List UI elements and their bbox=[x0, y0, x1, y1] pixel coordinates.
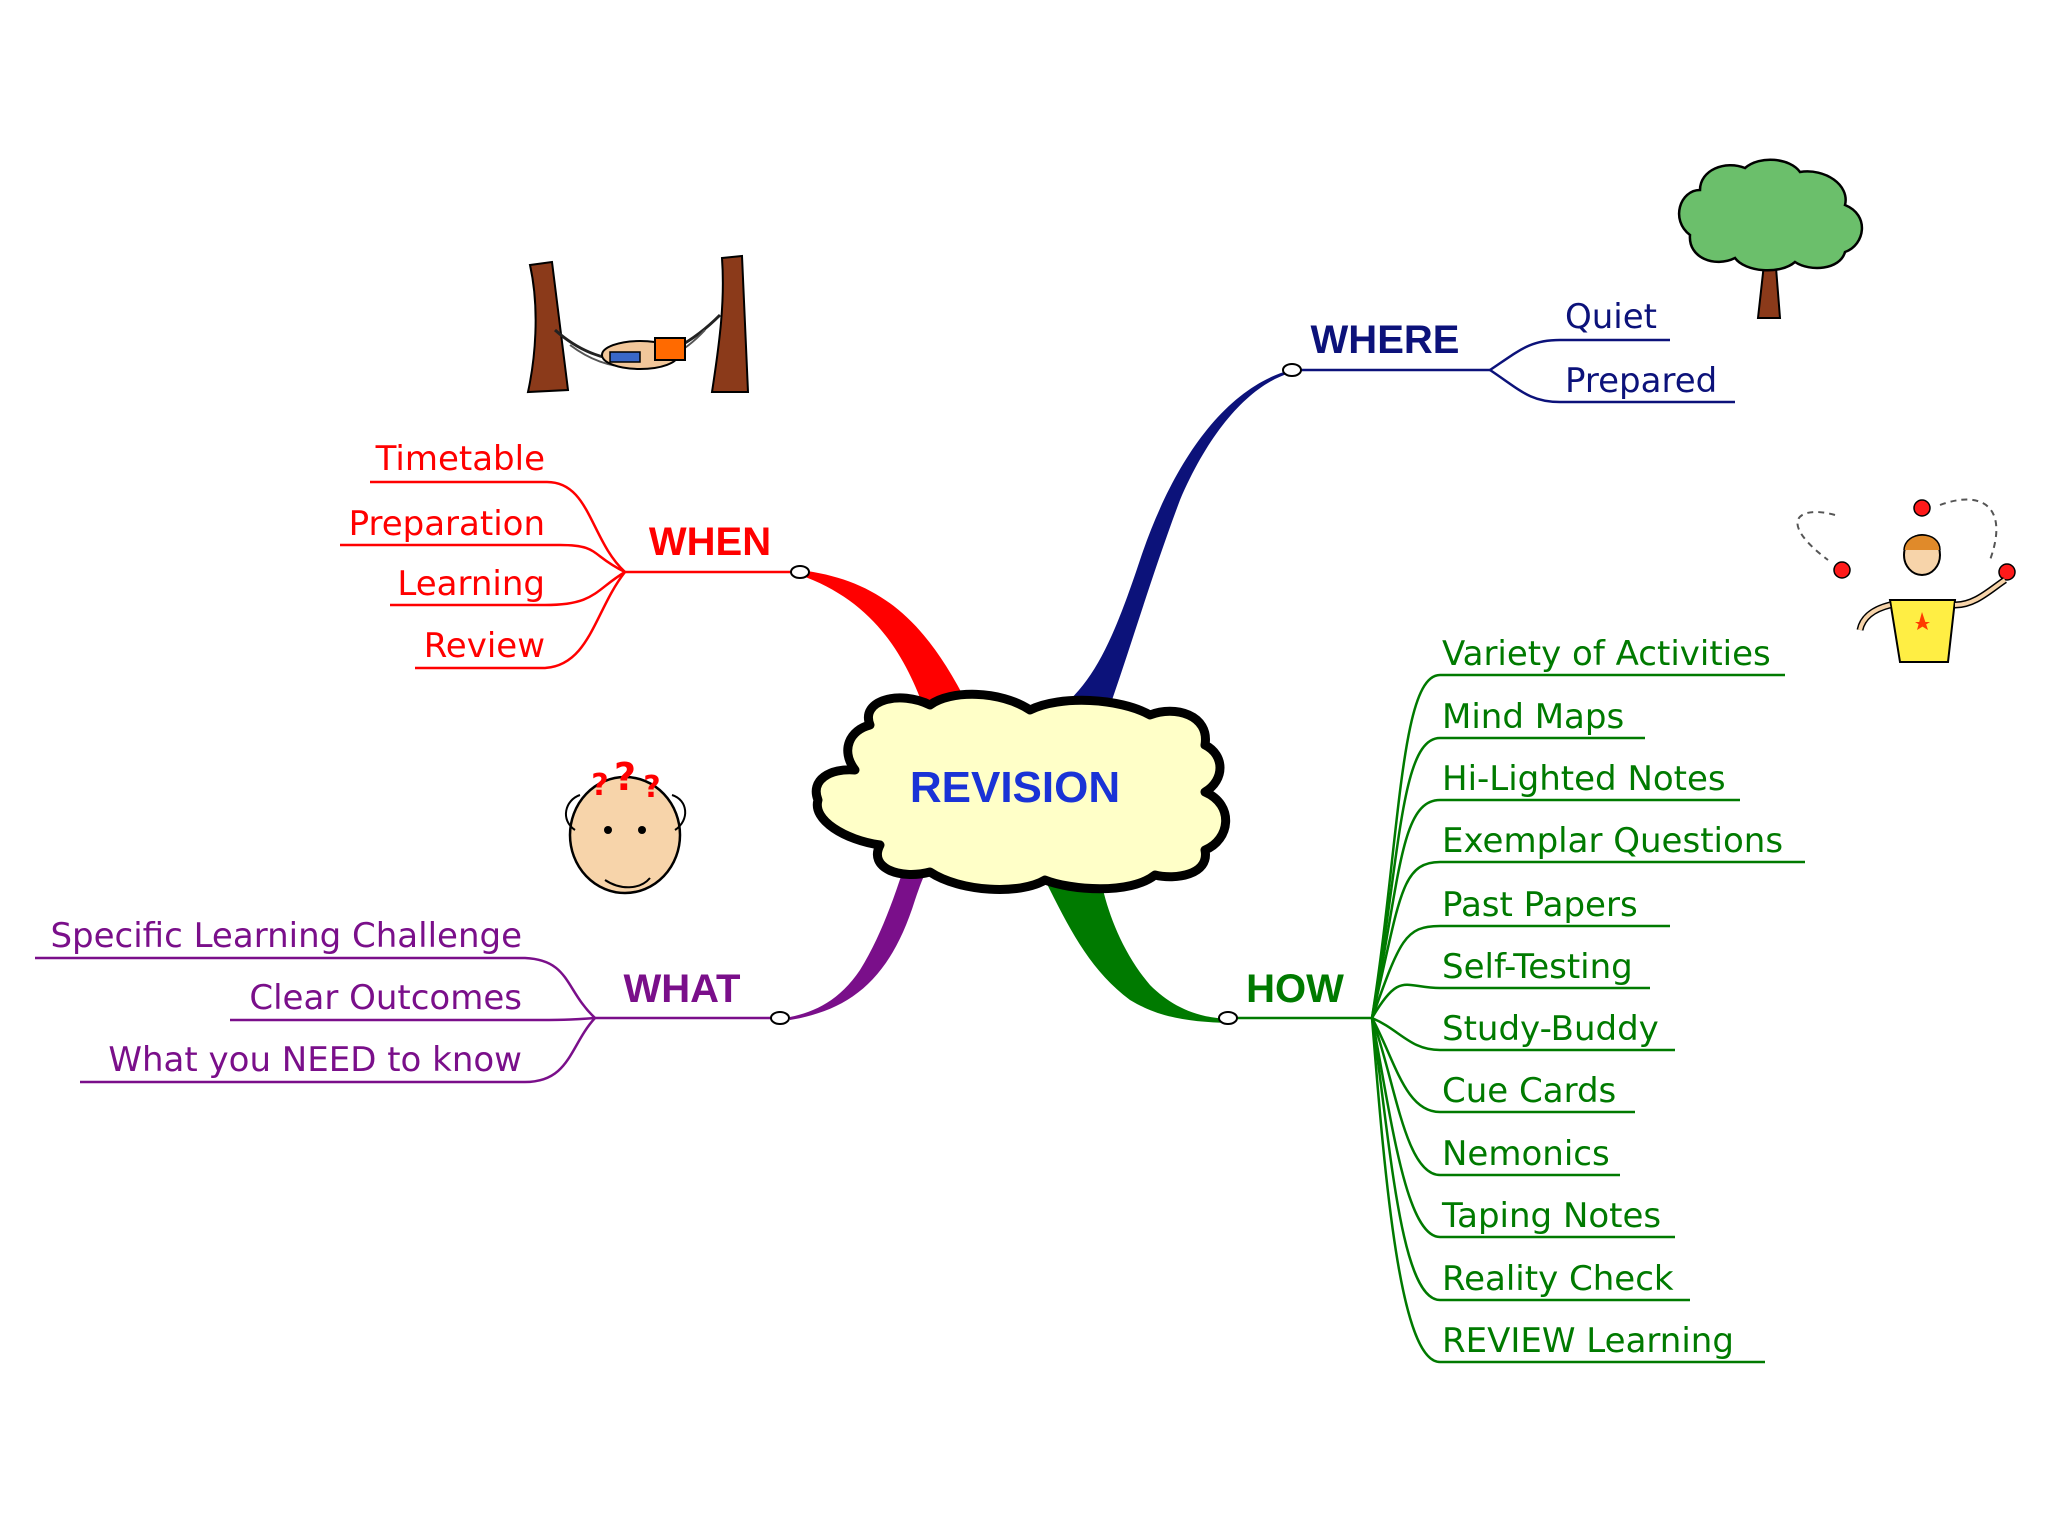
juggler-icon bbox=[1796, 498, 2016, 663]
how-item-exemplar-questions: Exemplar Questions bbox=[1442, 821, 1783, 861]
how-item-taping-notes: Taping Notes bbox=[1441, 1196, 1661, 1236]
what-branch bbox=[35, 956, 780, 1084]
how-item-variety-of-activities: Variety of Activities bbox=[1442, 634, 1771, 674]
when-item-timetable: Timetable bbox=[375, 439, 545, 479]
where-branch-ribbon bbox=[1045, 370, 1290, 724]
what-node-handle[interactable] bbox=[770, 1011, 790, 1025]
how-branch bbox=[1225, 673, 1805, 1364]
when-item-preparation: Preparation bbox=[349, 504, 545, 544]
when-item-review: Review bbox=[424, 626, 545, 666]
how-item-past-papers: Past Papers bbox=[1442, 885, 1638, 925]
where-node-handle[interactable] bbox=[1282, 363, 1302, 377]
how-item-study-buddy: Study-Buddy bbox=[1442, 1009, 1659, 1049]
what-item-what-you-need-to-know: What you NEED to know bbox=[108, 1040, 522, 1080]
confused-face-icon: ? ? ? bbox=[565, 755, 687, 895]
where-branch-label: WHERE bbox=[1311, 318, 1460, 362]
how-node-handle[interactable] bbox=[1218, 1011, 1238, 1025]
tree-icon bbox=[1678, 158, 1864, 319]
how-item-nemonics: Nemonics bbox=[1442, 1134, 1610, 1174]
when-branch-ribbon bbox=[800, 570, 968, 720]
how-branch-label: HOW bbox=[1246, 967, 1344, 1011]
when-branch-label: WHEN bbox=[649, 520, 771, 564]
how-item-review-learning: REVIEW Learning bbox=[1442, 1321, 1734, 1361]
how-item-reality-check: Reality Check bbox=[1442, 1259, 1674, 1299]
when-node-handle[interactable] bbox=[790, 565, 810, 579]
when-branch bbox=[340, 480, 800, 670]
what-branch-label: WHAT bbox=[624, 967, 741, 1011]
how-item-hi-lighted-notes: Hi-Lighted Notes bbox=[1442, 759, 1726, 799]
what-item-clear-outcomes: Clear Outcomes bbox=[249, 978, 522, 1018]
center-title: REVISION bbox=[910, 763, 1120, 812]
svg-text:?: ? bbox=[591, 768, 608, 803]
how-item-cue-cards: Cue Cards bbox=[1442, 1071, 1616, 1111]
where-item-prepared: Prepared bbox=[1565, 361, 1717, 401]
svg-text:?: ? bbox=[614, 755, 636, 799]
how-item-mind-maps: Mind Maps bbox=[1442, 697, 1624, 737]
how-branch-ribbon bbox=[1045, 875, 1230, 1023]
how-item-self-testing: Self-Testing bbox=[1442, 947, 1633, 987]
svg-text:?: ? bbox=[643, 770, 660, 805]
where-branch bbox=[1290, 338, 1735, 404]
center-cloud bbox=[811, 689, 1231, 894]
where-item-quiet: Quiet bbox=[1565, 297, 1657, 337]
hammock-icon bbox=[526, 254, 750, 394]
what-item-specific-learning-challenge: Specific Learning Challenge bbox=[50, 916, 522, 956]
when-item-learning: Learning bbox=[397, 564, 545, 604]
